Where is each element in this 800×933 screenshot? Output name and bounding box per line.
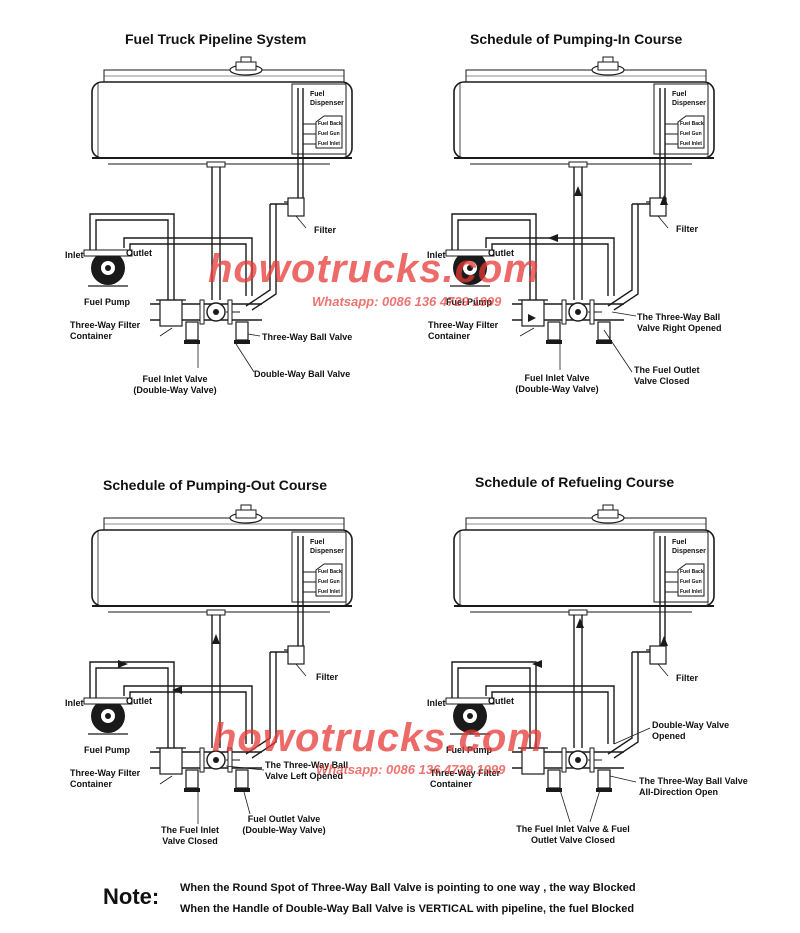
fuel-pump-label: Fuel Pump	[84, 745, 131, 755]
dispenser-gun-label: Fuel Gun	[318, 131, 340, 137]
panel-title-refueling: Schedule of Refueling Course	[475, 474, 675, 490]
dispenser-inlet-label: Fuel Inlet	[680, 589, 702, 595]
three-way-left-opened-label: The Three-Way Ball Valve Left Opened	[265, 760, 349, 781]
dispenser-gun-label: Fuel Gun	[680, 579, 702, 585]
pump-outlet-label: Outlet	[126, 248, 152, 258]
fuel-outlet-closed-label: The Fuel Outlet Valve Closed	[634, 365, 700, 386]
double-way-ball-valve-label: Double-Way Ball Valve	[254, 369, 351, 379]
dispenser-back-label: Fuel Back	[680, 121, 704, 127]
three-way-right-opened-label: The Three-Way Ball Valve Right Opened	[637, 312, 722, 333]
watermark-contact: Whatsapp: 0086 136 4729 1999	[316, 762, 506, 777]
fuel-pump-label: Fuel Pump	[84, 297, 131, 307]
dispenser-inlet-label: Fuel Inlet	[680, 141, 702, 147]
filter-label: Filter	[316, 672, 339, 682]
note-line-2: When the Handle of Double-Way Ball Valve…	[180, 903, 635, 915]
pump-inlet-label: Inlet	[65, 698, 84, 708]
fuel-outlet-valve-label: Fuel Outlet Valve (Double-Way Valve)	[242, 814, 326, 835]
dispenser-title: Fuel Dispenser	[672, 91, 706, 107]
pump-outlet-label: Outlet	[488, 248, 514, 258]
fuel-inlet-valve-label: Fuel Inlet Valve (Double-Way Valve)	[133, 374, 217, 395]
dispenser-gun-label: Fuel Gun	[680, 131, 702, 137]
watermark-brand: howotrucks.com	[208, 247, 540, 291]
filter-container-label: Three-Way Filter Container	[70, 320, 141, 341]
dispenser-inlet-label: Fuel Inlet	[318, 141, 340, 147]
filter-container-label: Three-Way Filter Container	[430, 768, 501, 789]
watermark-contact: Whatsapp: 0086 136 4729 1999	[312, 294, 502, 309]
pump-inlet-label: Inlet	[427, 698, 446, 708]
three-way-all-open-label: The Three-Way Ball Valve All-Direction O…	[639, 776, 748, 797]
dispenser-title: Fuel Dispenser	[310, 539, 344, 555]
dispenser-back-label: Fuel Back	[318, 569, 342, 575]
panel-title-pumping-in: Schedule of Pumping-In Course	[470, 31, 683, 47]
fuel-inlet-closed-label: The Fuel Inlet Valve Closed	[160, 825, 219, 846]
both-valves-closed-label: The Fuel Inlet Valve & Fuel Outlet Valve…	[516, 824, 630, 845]
pump-inlet-label: Inlet	[427, 250, 446, 260]
dispenser-inlet-label: Fuel Inlet	[318, 589, 340, 595]
pump-outlet-label: Outlet	[126, 696, 152, 706]
filter-label: Filter	[676, 673, 699, 683]
fuel-inlet-valve-label: Fuel Inlet Valve (Double-Way Valve)	[515, 373, 599, 394]
filter-label: Filter	[676, 224, 699, 234]
pump-inlet-label: Inlet	[65, 250, 84, 260]
double-way-opened-label: Double-Way Valve Opened	[652, 720, 730, 741]
panel-title-pumping-out: Schedule of Pumping-Out Course	[103, 477, 328, 493]
watermark-brand: howotrucks.com	[212, 716, 544, 760]
filter-container-label: Three-Way Filter Container	[428, 320, 499, 341]
dispenser-back-label: Fuel Back	[680, 569, 704, 575]
fuel-pump-label: Fuel Pump	[446, 297, 493, 307]
dispenser-title: Fuel Dispenser	[310, 91, 344, 107]
fuel-pump-label: Fuel Pump	[446, 745, 493, 755]
dispenser-back-label: Fuel Back	[318, 121, 342, 127]
note-line-1: When the Round Spot of Three-Way Ball Va…	[180, 882, 636, 894]
dispenser-title: Fuel Dispenser	[672, 539, 706, 555]
three-way-ball-valve-label: Three-Way Ball Valve	[262, 332, 353, 342]
filter-label: Filter	[314, 225, 337, 235]
filter-container-label: Three-Way Filter Container	[70, 768, 141, 789]
dispenser-gun-label: Fuel Gun	[318, 579, 340, 585]
pump-outlet-label: Outlet	[488, 696, 514, 706]
panel-title-system: Fuel Truck Pipeline System	[125, 31, 307, 47]
note-heading: Note:	[103, 884, 160, 909]
